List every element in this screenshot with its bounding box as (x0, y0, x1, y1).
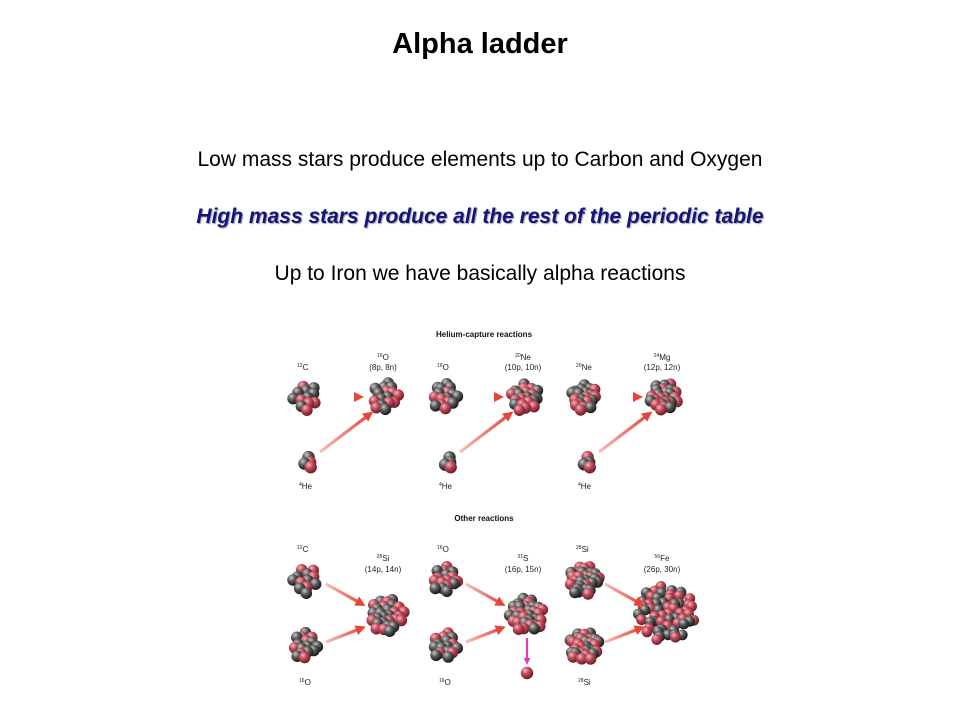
input-isotope-label: 20Ne (576, 363, 592, 372)
helium-isotope-label: 4He (299, 482, 313, 491)
helium-arrow (459, 411, 514, 454)
neutron-sphere (383, 625, 396, 637)
fusion-arrow (604, 625, 645, 644)
second-isotope-label: 28Si (578, 678, 591, 687)
neutron-sphere (441, 585, 453, 598)
fusion-arrow (325, 625, 366, 644)
neutron-sphere (429, 400, 442, 412)
product-nucleus (366, 594, 410, 637)
proton-sphere (298, 651, 311, 664)
helium-isotope-label: 4He (578, 482, 592, 491)
neutron-sphere (300, 587, 313, 599)
fusion-arrow (465, 582, 506, 606)
proton-sphere (567, 651, 579, 663)
proton-sphere (641, 626, 653, 638)
proton-sphere (439, 402, 452, 415)
input-nucleus (287, 564, 322, 599)
helium-isotope-label: 4He (439, 482, 453, 491)
product-isotope-label: 56Fe (655, 554, 670, 563)
proton-sphere (304, 461, 317, 474)
proton-sphere (528, 400, 540, 413)
product-composition-label: (8p, 8n) (369, 363, 397, 372)
proton-sphere (582, 588, 594, 600)
product-composition-label: (16p, 15n) (505, 565, 542, 574)
neutron-sphere (664, 401, 676, 414)
product-nucleus (633, 581, 700, 645)
helium-arrow (598, 411, 653, 454)
second-nucleus (288, 626, 324, 664)
proton-sphere (636, 614, 647, 626)
alpha-reactions-text: Up to Iron we have basically alpha react… (274, 262, 686, 285)
helium-nucleus (577, 450, 596, 474)
input-isotope-label: 12C (297, 363, 309, 372)
neutron-sphere (430, 649, 442, 662)
neutron-sphere (569, 586, 581, 599)
product-nucleus (368, 377, 405, 416)
helium-nucleus (298, 450, 317, 474)
proton-sphere (673, 590, 685, 602)
proton-sphere (301, 404, 313, 416)
high-mass-stars-text: High mass stars produce all the rest of … (196, 205, 764, 228)
second-nucleus (428, 627, 464, 663)
product-composition-label: (12p, 12n) (644, 363, 681, 372)
helium-arrow (319, 411, 374, 454)
proton-sphere (655, 403, 667, 416)
fusion-arrow (465, 625, 506, 644)
neutron-sphere (429, 582, 442, 595)
neutron-sphere (584, 401, 597, 414)
proton-sphere (370, 401, 383, 414)
second-nucleus (564, 627, 605, 665)
slide-title: Alpha ladder (392, 28, 568, 60)
input-nucleus (428, 561, 464, 598)
proton-sphere (576, 653, 588, 665)
proton-sphere (584, 653, 597, 665)
input-isotope-label: 16O (437, 545, 449, 554)
product-nucleus (644, 378, 683, 416)
input-nucleus (564, 561, 605, 600)
second-isotope-label: 16O (439, 678, 451, 687)
input-nucleus (287, 380, 321, 416)
product-nucleus (503, 592, 549, 635)
neutron-sphere (678, 618, 690, 630)
neutron-sphere (528, 622, 541, 635)
input-nucleus (566, 379, 601, 416)
proton-sphere (512, 623, 525, 635)
helium-capture-heading: Helium-capture reactions (436, 330, 533, 339)
low-mass-stars-text: Low mass stars produce elements up to Ca… (197, 148, 763, 171)
proton-sphere (583, 461, 596, 474)
product-composition-label: (26p, 30n) (644, 565, 681, 574)
product-composition-label: (14p, 14n) (365, 565, 402, 574)
proton-sphere (670, 631, 681, 643)
input-isotope-label: 28Si (576, 545, 589, 554)
fusion-arrow (604, 582, 645, 606)
neutron-sphere (442, 651, 455, 663)
product-isotope-label: 16O (377, 353, 389, 362)
proton-sphere (651, 634, 663, 645)
product-nucleus (506, 378, 544, 417)
proton-sphere (513, 404, 526, 417)
product-isotope-label: 31S (518, 554, 529, 563)
product-isotope-label: 24Mg (654, 353, 671, 362)
neutron-sphere (379, 403, 392, 416)
fusion-arrow (325, 582, 366, 606)
product-isotope-label: 20Ne (515, 353, 531, 362)
input-isotope-label: 12C (297, 545, 309, 554)
neutron-sphere (309, 578, 322, 590)
proton-sphere (395, 614, 408, 627)
helium-nucleus (438, 451, 457, 474)
product-isotope-label: 28Si (377, 554, 390, 563)
emitted-particle (520, 666, 534, 680)
second-isotope-label: 16O (299, 678, 311, 687)
input-isotope-label: 16O (437, 363, 449, 372)
product-composition-label: (10p, 10n) (505, 363, 542, 372)
input-nucleus (428, 378, 464, 415)
proton-sphere (444, 461, 457, 474)
other-reactions-heading: Other reactions (454, 514, 514, 523)
proton-sphere (574, 404, 587, 416)
